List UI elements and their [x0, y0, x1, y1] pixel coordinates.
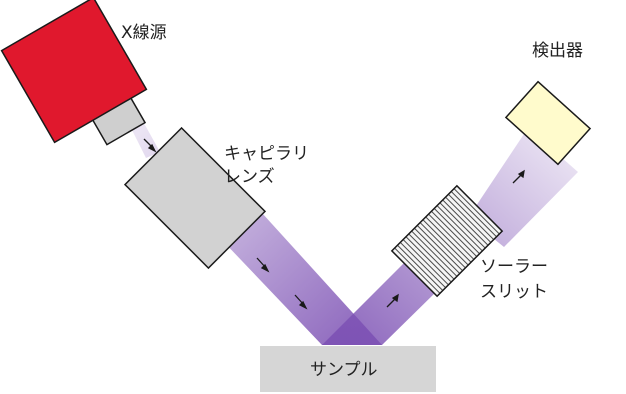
- incident-beam: [222, 213, 382, 345]
- sample-plate: [260, 346, 436, 392]
- capillary-lens-label-line2: レンズ: [224, 167, 275, 187]
- detector: [504, 80, 592, 166]
- diffracted-beam: [322, 262, 438, 345]
- xray-source-body: [0, 0, 148, 144]
- beam-arrows: [143, 138, 525, 310]
- xray-source-label: X線源: [121, 23, 167, 43]
- capillary-lens-label-line1: キャピラリ: [224, 144, 309, 164]
- sample-label: サンプル: [310, 360, 378, 380]
- capillary-lens: [123, 126, 267, 270]
- soller-slit: [390, 184, 504, 298]
- soller-slit-label-line1: ソーラー: [480, 257, 548, 277]
- detector-label: 検出器: [532, 41, 583, 61]
- xray-source: [0, 0, 148, 146]
- soller-slit-label-line2: スリット: [480, 282, 548, 302]
